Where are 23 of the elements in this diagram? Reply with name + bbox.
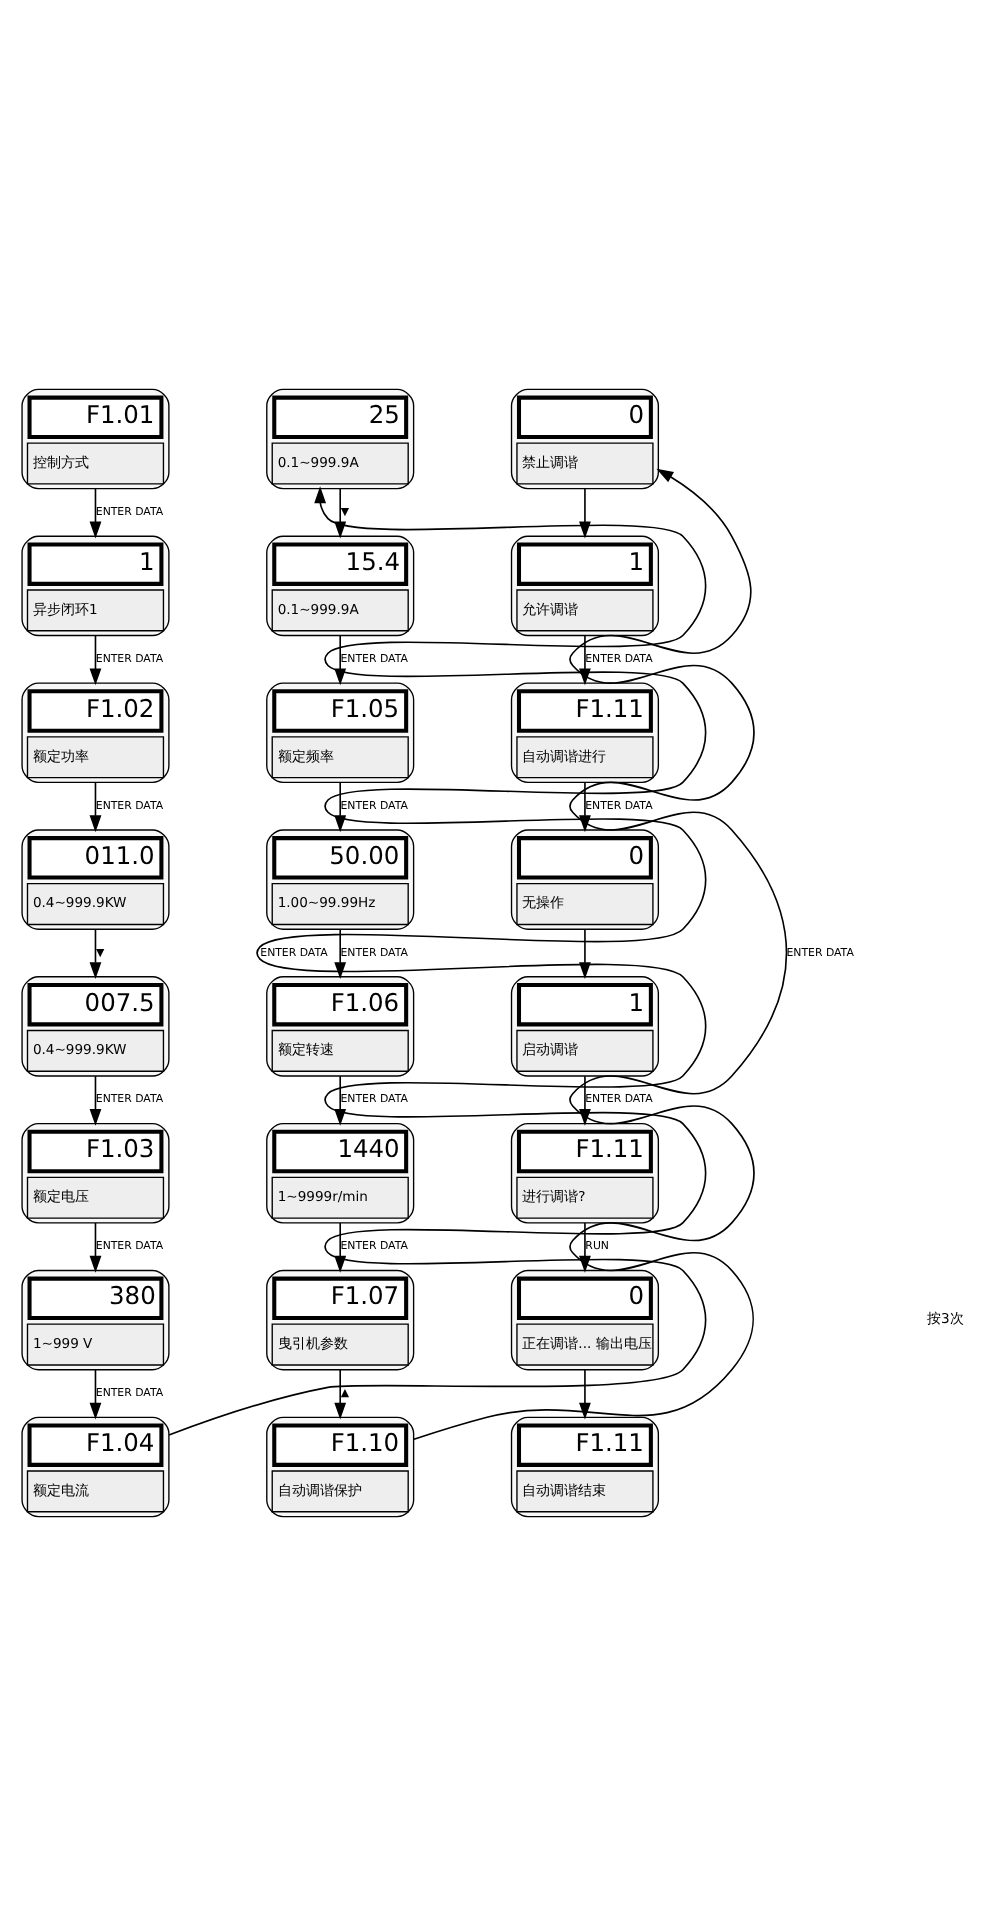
arrow bbox=[579, 634, 591, 686]
arrow bbox=[89, 928, 102, 979]
arrow bbox=[89, 1075, 102, 1126]
arrow bbox=[89, 634, 102, 686]
arrow bbox=[579, 488, 591, 539]
arrow bbox=[89, 488, 102, 539]
arrow bbox=[334, 1222, 347, 1273]
arrow bbox=[334, 634, 347, 686]
arrow bbox=[579, 1222, 591, 1273]
arrow bbox=[334, 488, 347, 539]
arrow bbox=[579, 928, 591, 979]
arrow bbox=[89, 781, 102, 833]
arrow bbox=[334, 1075, 347, 1126]
arrow bbox=[334, 928, 347, 979]
arrow bbox=[413, 468, 788, 1441]
arrow bbox=[334, 1369, 347, 1420]
arrow bbox=[168, 486, 707, 1436]
arrow bbox=[579, 1369, 591, 1420]
arrow bbox=[579, 781, 591, 833]
arrow bbox=[89, 1369, 102, 1420]
arrow bbox=[579, 1075, 591, 1126]
arrow bbox=[89, 1222, 102, 1273]
arrow bbox=[334, 781, 347, 833]
